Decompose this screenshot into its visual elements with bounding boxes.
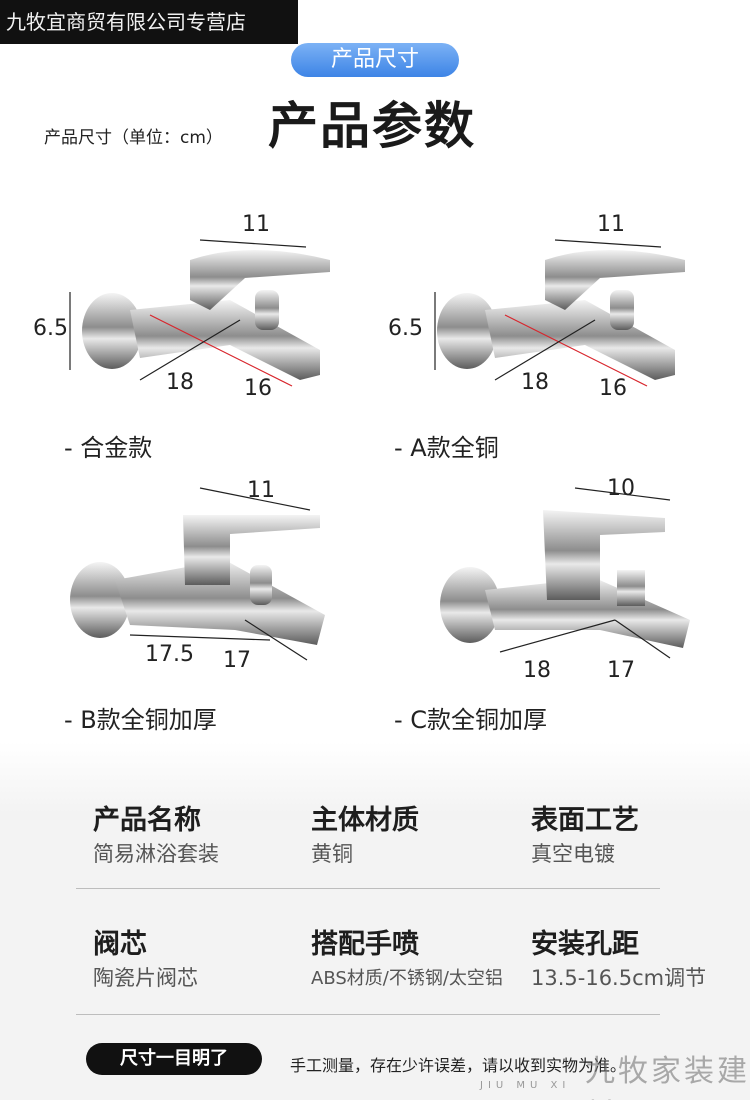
dim-height: 6.5 xyxy=(388,316,423,341)
brand-watermark-sub: JIU MU XI xyxy=(480,1080,571,1091)
dim-right: 17 xyxy=(223,648,251,673)
spec-value: 简易淋浴套装 xyxy=(93,842,219,866)
spec-value: 陶瓷片阀芯 xyxy=(93,966,198,990)
spec-value: ABS材质/不锈钢/太空铝 xyxy=(311,968,503,989)
dim-height: 6.5 xyxy=(33,316,68,341)
dim-left: 18 xyxy=(166,370,194,395)
dim-top: 11 xyxy=(242,212,270,237)
faucet-illustration xyxy=(70,487,325,661)
spec-label: 主体材质 xyxy=(311,805,419,836)
dim-left: 18 xyxy=(521,370,549,395)
dim-right: 16 xyxy=(244,376,272,401)
brand-watermark: 九牧家装建材 xyxy=(585,1054,750,1100)
dim-right: 16 xyxy=(599,376,627,401)
spec-section: 产品名称 简易淋浴套装 主体材质 黄铜 表面工艺 真空电镀 阀芯 陶瓷片阀芯 搭… xyxy=(0,742,750,1100)
spec-label: 阀芯 xyxy=(93,929,147,960)
faucet-illustration xyxy=(434,239,685,387)
dim-top: 10 xyxy=(607,476,635,501)
dim-top: 11 xyxy=(597,212,625,237)
caption-b-copper: - B款全铜加厚 xyxy=(64,706,217,734)
spec-divider xyxy=(76,1014,660,1015)
store-banner: 九牧宜商贸有限公司专营店 xyxy=(0,0,298,44)
product-c-copper: 10 18 17 xyxy=(425,470,750,720)
page-title: 产品参数 xyxy=(268,97,476,155)
spec-label: 安装孔距 xyxy=(531,929,639,960)
spec-label: 搭配手喷 xyxy=(311,929,419,960)
spec-value: 黄铜 xyxy=(311,842,353,866)
footer-note: 手工测量，存在少许误差，请以收到实物为准。 xyxy=(290,1056,627,1075)
product-b-copper: 11 17.5 17 xyxy=(55,470,415,720)
section-pill: 产品尺寸 xyxy=(291,43,459,77)
faucet-illustration xyxy=(440,487,690,659)
caption-c-copper: - C款全铜加厚 xyxy=(394,706,548,734)
caption-a-copper: - A款全铜 xyxy=(394,434,499,462)
unit-caption: 产品尺寸（单位：cm） xyxy=(44,128,223,148)
footer-pill: 尺寸一目明了 xyxy=(86,1043,262,1075)
faucet-illustration xyxy=(69,239,330,387)
spec-value: 13.5-16.5cm调节 xyxy=(531,966,707,990)
dim-top: 11 xyxy=(247,478,275,503)
dim-left: 17.5 xyxy=(145,642,194,667)
product-alloy: 11 6.5 18 16 xyxy=(30,200,390,450)
product-a-copper: 11 6.5 18 16 xyxy=(385,200,745,450)
spec-label: 产品名称 xyxy=(93,805,201,836)
spec-label: 表面工艺 xyxy=(531,805,639,836)
caption-alloy: - 合金款 xyxy=(64,434,153,462)
dim-right: 17 xyxy=(607,658,635,683)
spec-divider xyxy=(76,888,660,889)
dim-left: 18 xyxy=(523,658,551,683)
spec-value: 真空电镀 xyxy=(531,842,615,866)
